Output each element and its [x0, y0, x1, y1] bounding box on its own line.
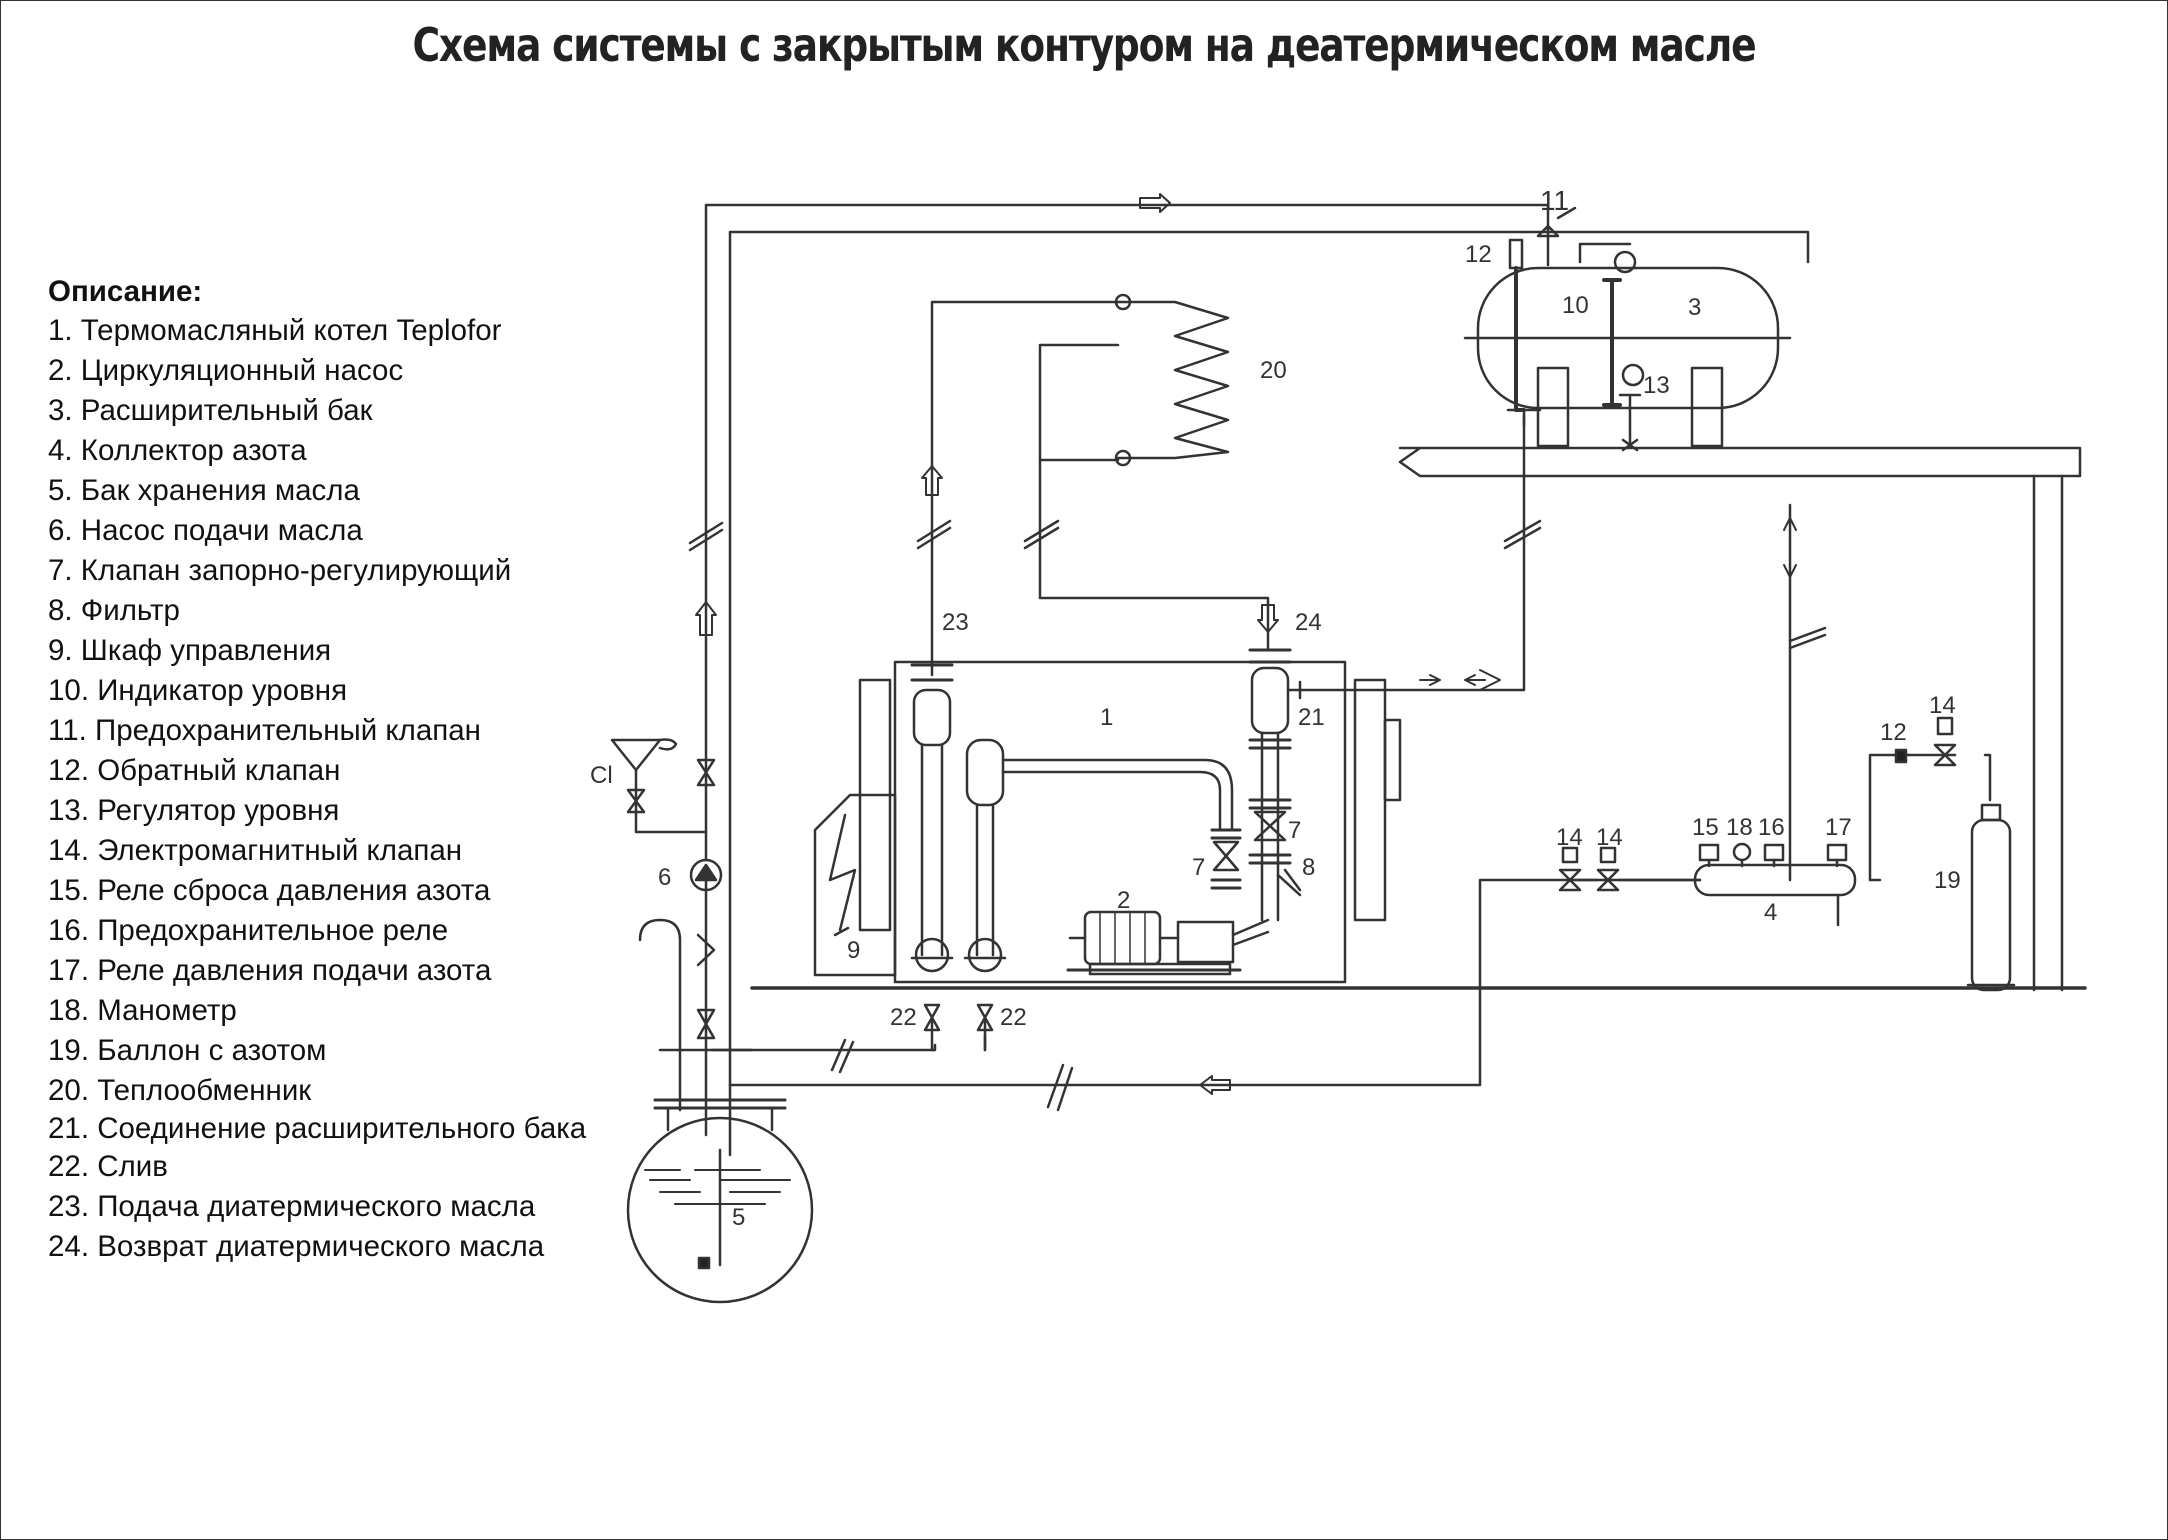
pipe-break-marks	[688, 519, 1827, 1112]
label-22a: 22	[890, 1004, 917, 1031]
legend-heading: Описание:	[48, 275, 203, 308]
legend-item: 15. Реле сброса давления азота	[48, 874, 491, 907]
label-5: 5	[732, 1204, 745, 1231]
legend-item: 7. Клапан запорно-регулирующий	[48, 554, 512, 587]
label-6: 6	[658, 864, 671, 891]
label-21: 21	[1298, 704, 1325, 731]
label-1: 1	[1100, 704, 1113, 731]
legend-item: 11. Предохранительный клапан	[48, 714, 481, 747]
legend-item: 4. Коллектор азота	[48, 434, 307, 467]
legend-item: 23. Подача диатермического масла	[48, 1190, 536, 1223]
label-4: 4	[1764, 899, 1777, 926]
label-2: 2	[1117, 887, 1130, 914]
legend-item: 24. Возврат диатермического масла	[48, 1230, 545, 1263]
heat-exchanger-coil	[1114, 293, 1230, 467]
label-14b: 14	[1596, 824, 1623, 851]
pipe-network	[634, 203, 1992, 1267]
label-18: 18	[1726, 814, 1753, 841]
label-17: 17	[1825, 814, 1852, 841]
funnel-cl	[610, 738, 678, 814]
legend-item: 22. Слив	[48, 1150, 168, 1183]
legend-item: 17. Реле давления подачи азота	[48, 954, 492, 987]
expansion-tank	[1463, 206, 1792, 452]
label-19: 19	[1934, 867, 1961, 894]
legend-item: 3. Расширительный бак	[48, 394, 373, 427]
legend-list: 1. Термомасляный котел Teplofor 2. Цирку…	[48, 311, 608, 1267]
oil-storage-tank	[626, 1098, 814, 1304]
label-14c: 14	[1929, 692, 1956, 719]
label-12a: 12	[1465, 241, 1492, 268]
nitrogen-cylinder	[1966, 803, 2016, 992]
label-9: 9	[847, 937, 860, 964]
legend-item: 16. Предохранительное реле	[48, 914, 449, 947]
legend-item: 1. Термомасляный котел Teplofor	[48, 314, 502, 347]
legend-item: 20. Теплообменник	[48, 1074, 312, 1107]
label-22b: 22	[1000, 1004, 1027, 1031]
nitrogen-collector	[1558, 716, 1957, 927]
diagram-labels: 1 2 3 4 5 6 7 7 8 9 10 11 12 12 13 14 14…	[590, 185, 1961, 1231]
boiler-housing	[750, 648, 2087, 990]
platform	[1398, 446, 2082, 992]
legend-item: 5. Бак хранения масла	[48, 474, 360, 507]
legend: Описание: 1. Термомасляный котел Teplofo…	[48, 275, 608, 1267]
label-13: 13	[1643, 372, 1670, 399]
label-7a: 7	[1192, 854, 1205, 881]
legend-item: 10. Индикатор уровня	[48, 674, 348, 707]
legend-item: 6. Насос подачи масла	[48, 514, 363, 547]
legend-item: 12. Обратный клапан	[48, 754, 341, 787]
legend-item: 14. Электромагнитный клапан	[48, 834, 463, 867]
legend-item: 13. Регулятор уровня	[48, 794, 340, 827]
label-12b: 12	[1880, 719, 1907, 746]
label-3: 3	[1688, 294, 1701, 321]
legend-item: 19. Баллон с азотом	[48, 1034, 327, 1067]
label-10: 10	[1562, 292, 1589, 319]
label-16: 16	[1758, 814, 1785, 841]
legend-item: 18. Манометр	[48, 994, 237, 1027]
label-20: 20	[1260, 357, 1287, 384]
flow-arrows	[695, 193, 1797, 1095]
label-15: 15	[1692, 814, 1719, 841]
legend-item: 9. Шкаф управления	[48, 634, 332, 667]
label-14a: 14	[1556, 824, 1583, 851]
legend-item: 2. Циркуляционный насос	[48, 354, 404, 387]
page-title: Схема системы с закрытым контуром на деа…	[412, 18, 1756, 72]
drain-valves	[923, 1003, 994, 1032]
label-23: 23	[942, 609, 969, 636]
label-11: 11	[1540, 185, 1569, 216]
label-cl: Cl	[590, 762, 613, 789]
label-7b: 7	[1288, 817, 1301, 844]
legend-item: 8. Фильтр	[48, 594, 180, 627]
label-24: 24	[1295, 609, 1322, 636]
legend-item: 21. Соединение расширительного бака	[48, 1112, 587, 1145]
oil-feed-pump	[689, 758, 723, 1040]
label-8: 8	[1302, 854, 1315, 881]
